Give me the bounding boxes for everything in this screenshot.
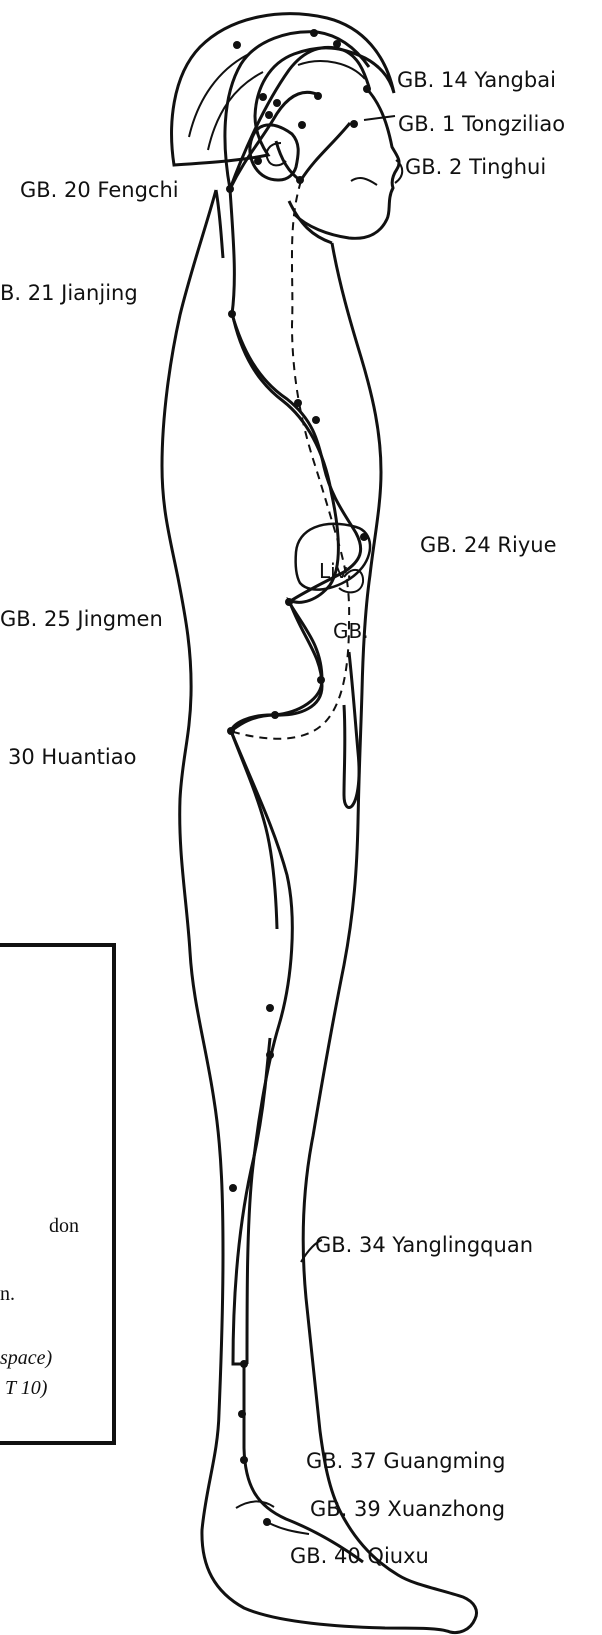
gb14-label: GB. 14 Yangbai bbox=[397, 68, 556, 92]
gb39-label: GB. 39 Xuanzhong bbox=[310, 1497, 505, 1521]
gb1-label: GB. 1 Tongziliao bbox=[398, 112, 565, 136]
inset-line-2: n. bbox=[0, 1283, 15, 1305]
gb21-label: B. 21 Jianjing bbox=[0, 281, 138, 305]
gb37-label: GB. 37 Guangming bbox=[306, 1449, 505, 1473]
gb25-label: GB. 25 Jingmen bbox=[0, 607, 163, 631]
arm-outline bbox=[231, 312, 338, 929]
inset-line-1: don bbox=[49, 1215, 79, 1237]
face-profile bbox=[294, 87, 399, 238]
gallbladder-meridian-leg bbox=[233, 1038, 270, 1364]
inset-line-3: space) bbox=[0, 1347, 53, 1369]
hand-outline bbox=[344, 652, 359, 808]
neck-back bbox=[216, 190, 223, 258]
body-outline bbox=[162, 190, 477, 1633]
mouth-mark bbox=[351, 178, 377, 185]
gb2-label: GB. 2 Tinghui bbox=[405, 155, 546, 179]
leg-divider bbox=[231, 731, 292, 1364]
gb1-leader-line bbox=[364, 116, 395, 120]
gb24-label: GB. 24 Riyue bbox=[420, 533, 557, 557]
inset-line-4: T 10) bbox=[5, 1377, 48, 1399]
internal-pathway-dashed bbox=[230, 181, 349, 739]
gb30-label: 30 Huantiao bbox=[8, 745, 136, 769]
liver-label: Liv. bbox=[319, 559, 352, 583]
gb40-label: GB. 40 Qiuxu bbox=[290, 1544, 429, 1568]
gb20-label: GB. 20 Fengchi bbox=[20, 178, 179, 202]
gb40-leader-line bbox=[267, 1522, 309, 1534]
gb34-label: GB. 34 Yanglingquan bbox=[315, 1233, 533, 1257]
neck-front bbox=[289, 201, 332, 243]
gallbladder-label: GB. bbox=[333, 619, 369, 643]
